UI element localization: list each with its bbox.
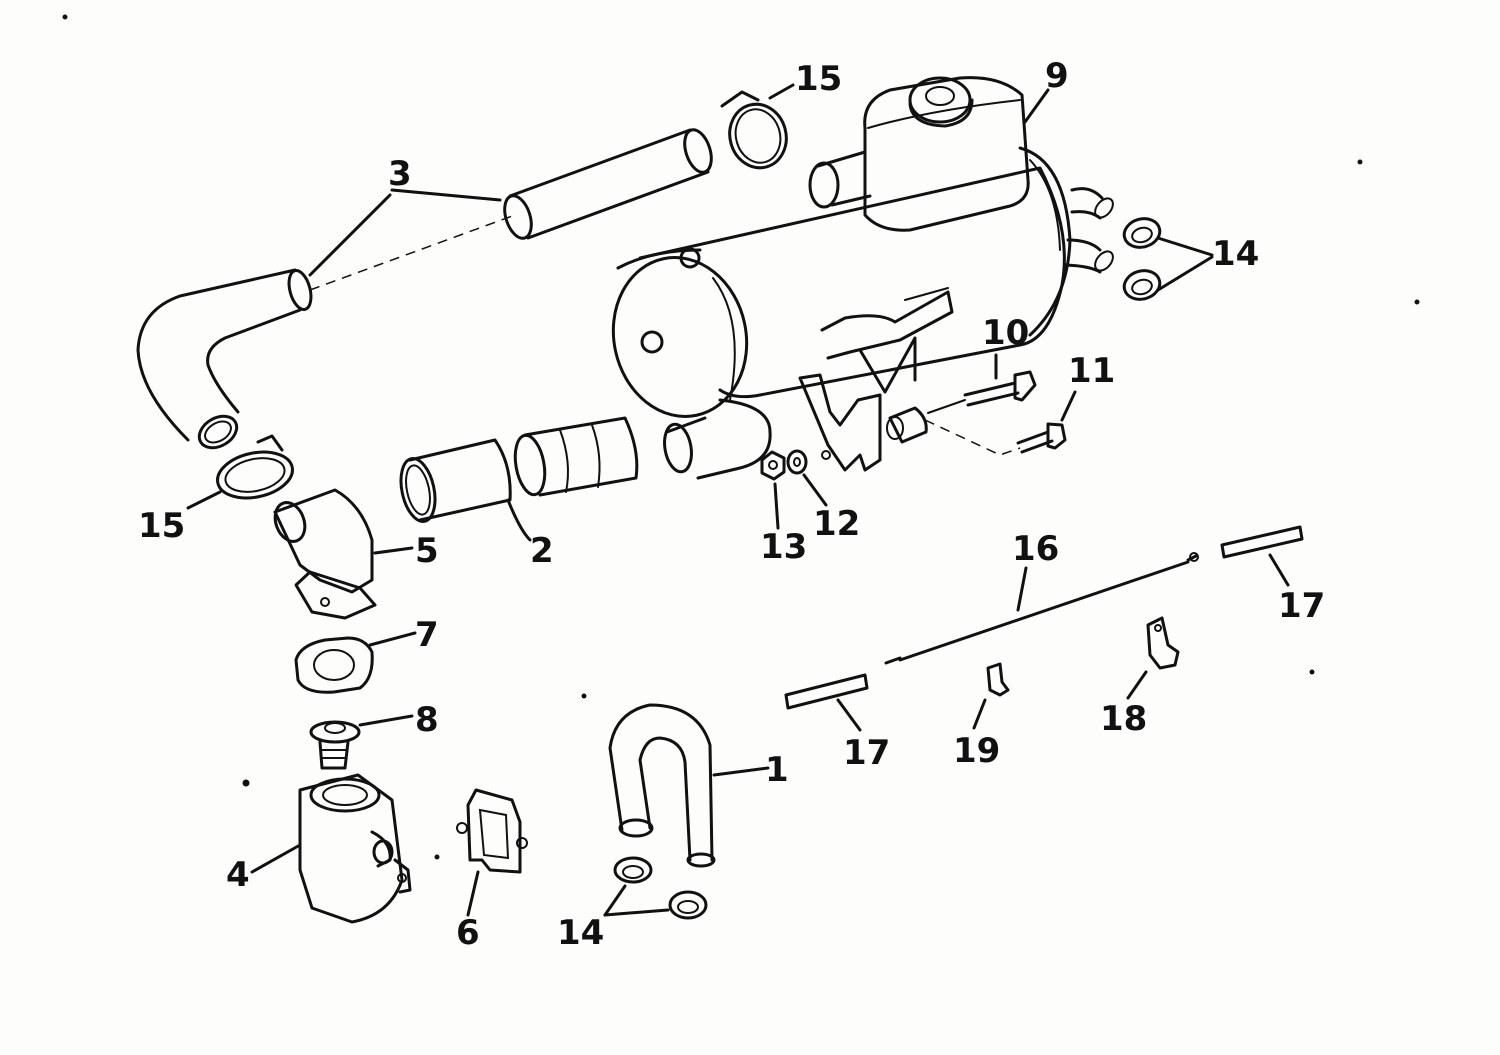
small-clamp-14-lower-a — [613, 856, 653, 884]
callout-3: 3 — [388, 154, 412, 194]
alignment-line-10 — [927, 399, 966, 414]
small-clamp-14-lower-b — [668, 890, 708, 920]
callout-10: 10 — [982, 313, 1029, 353]
rod-16 — [884, 552, 1199, 665]
callout-19: 19 — [953, 731, 1000, 771]
washer-12 — [786, 449, 808, 475]
thermostat-8 — [309, 720, 361, 770]
callout-18: 18 — [1100, 699, 1147, 739]
hose-2 — [399, 416, 639, 523]
clip-19 — [986, 662, 1010, 697]
callout-16: 16 — [1012, 529, 1059, 569]
callout-9: 9 — [1045, 56, 1069, 96]
alignment-line-3 — [309, 214, 516, 291]
callout-14-lower: 14 — [557, 913, 604, 953]
hose-clamp-15-upper — [720, 90, 788, 170]
u-hose-1 — [608, 703, 716, 868]
callout-17-right: 17 — [1278, 586, 1325, 626]
small-clamp-14-upper — [1122, 217, 1162, 249]
callout-11: 11 — [1068, 351, 1115, 391]
callout-15-upper: 15 — [795, 59, 842, 99]
callout-5: 5 — [415, 531, 439, 571]
callout-6: 6 — [456, 913, 480, 953]
bolt-11 — [1016, 422, 1067, 454]
callout-12: 12 — [813, 504, 860, 544]
callout-17-left: 17 — [843, 733, 890, 773]
water-housing-4 — [298, 773, 412, 924]
gasket-7 — [294, 636, 374, 694]
callout-13: 13 — [760, 527, 807, 567]
leader-lines — [186, 83, 1290, 917]
pin-17-right — [1220, 525, 1304, 559]
callout-1: 1 — [765, 750, 789, 790]
scan-specks — [62, 14, 1420, 860]
callout-2: 2 — [530, 531, 554, 571]
callout-7: 7 — [415, 615, 439, 655]
callout-labels: 3 15 9 14 10 11 15 2 5 12 13 16 17 7 8 1… — [138, 56, 1325, 953]
callout-4: 4 — [226, 855, 250, 895]
hose-clamp-15-lower — [216, 434, 294, 500]
elbow-fitting-5 — [273, 488, 377, 620]
bolt-10 — [963, 370, 1037, 407]
heat-exchanger-tank — [611, 76, 1114, 480]
hose-3 — [136, 128, 713, 450]
callout-14-right: 14 — [1212, 234, 1259, 274]
bracket-18 — [1146, 616, 1180, 670]
callout-15-lower: 15 — [138, 506, 185, 546]
pin-17-left — [784, 673, 869, 710]
nut-13 — [760, 450, 786, 481]
gasket-6 — [456, 788, 528, 874]
callout-8: 8 — [415, 700, 439, 740]
small-clamp-14-middle — [1122, 269, 1162, 301]
alignment-line-11 — [924, 419, 1021, 456]
